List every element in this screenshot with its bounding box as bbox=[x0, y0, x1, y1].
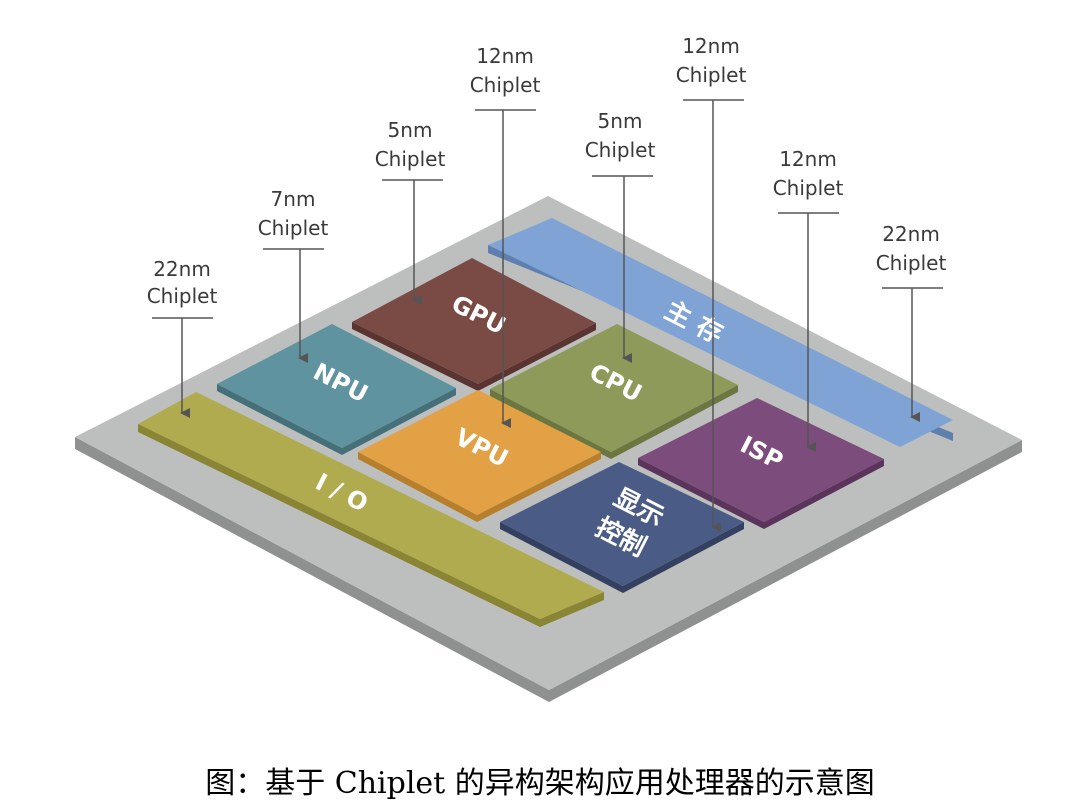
callout-cpu-line2: Chiplet bbox=[585, 138, 656, 162]
callout-npu-line2: Chiplet bbox=[258, 216, 329, 240]
callout-cpu: 5nm Chiplet bbox=[585, 109, 656, 363]
callout-gpu-line2: Chiplet bbox=[375, 147, 446, 171]
io-block bbox=[138, 392, 604, 619]
callout-memory-line1: 22nm bbox=[882, 222, 940, 246]
callout-npu: 7nm Chiplet bbox=[258, 187, 329, 363]
memory-block bbox=[488, 218, 953, 447]
callout-vpu-line1: 12nm bbox=[476, 44, 534, 68]
substrate-side-right bbox=[549, 440, 1022, 702]
isp-block bbox=[638, 398, 884, 522]
callout-gpu-line1: 5nm bbox=[388, 118, 433, 142]
callout-io-line2: Chiplet bbox=[147, 284, 218, 308]
callout-vpu-line2: Chiplet bbox=[470, 73, 541, 97]
callout-npu-line1: 7nm bbox=[271, 187, 316, 211]
callout-memory-line2: Chiplet bbox=[876, 251, 947, 275]
callout-display: 12nm Chiplet bbox=[676, 34, 747, 532]
callout-isp: 12nm Chiplet bbox=[773, 147, 844, 452]
figure-caption: 图：基于 Chiplet 的异构架构应用处理器的示意图 bbox=[205, 766, 875, 801]
npu-block bbox=[217, 324, 456, 448]
callout-io: 22nm Chiplet bbox=[147, 257, 218, 418]
callout-vpu: 12nm Chiplet bbox=[470, 44, 541, 428]
gpu-block bbox=[352, 258, 596, 384]
callout-cpu-line1: 5nm bbox=[598, 109, 643, 133]
callout-io-line1: 22nm bbox=[153, 257, 211, 281]
display-block bbox=[500, 462, 744, 586]
diagram-canvas: GPU NPU CPU VPU ISP 主 存 I / O 显示 控制 22nm… bbox=[75, 34, 1022, 702]
callout-display-line1: 12nm bbox=[682, 34, 740, 58]
substrate-side-left bbox=[75, 437, 549, 702]
vpu-block bbox=[358, 390, 601, 515]
callout-isp-line1: 12nm bbox=[779, 147, 837, 171]
callout-display-line2: Chiplet bbox=[676, 63, 747, 87]
callout-isp-line2: Chiplet bbox=[773, 176, 844, 200]
callout-memory: 22nm Chiplet bbox=[876, 222, 947, 422]
callout-gpu: 5nm Chiplet bbox=[375, 118, 446, 305]
npu-block-side bbox=[217, 384, 456, 455]
cpu-block bbox=[490, 324, 738, 452]
